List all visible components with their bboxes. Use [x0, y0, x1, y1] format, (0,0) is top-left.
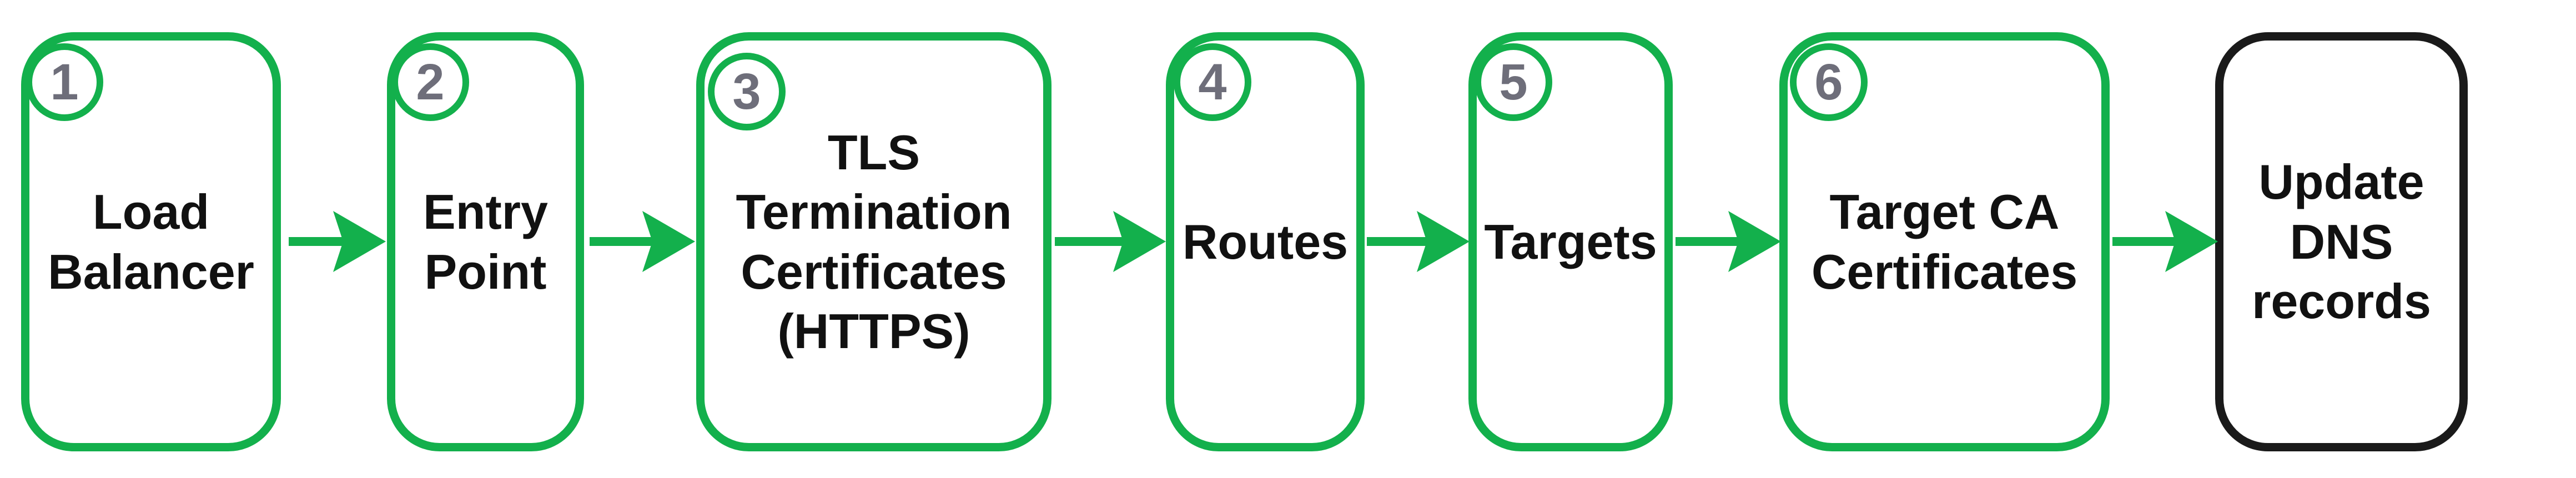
step-number-badge: 5: [1475, 43, 1552, 121]
arrow-right-icon: [1055, 211, 1166, 272]
step-label: TLS Termination Certificates (HTTPS): [736, 124, 1012, 359]
step-label: Targets: [1484, 214, 1657, 269]
arrow-right-icon: [1367, 211, 1470, 272]
step-label: Routes: [1182, 214, 1349, 269]
step-label: Update DNS records: [2252, 154, 2431, 329]
arrow-right-icon: [1676, 211, 1781, 272]
step-number-badge: 3: [708, 53, 786, 130]
arrow-right-icon: [289, 211, 386, 272]
step-tls-termination: TLS Termination Certificates (HTTPS): [696, 32, 1051, 451]
step-label: Entry Point: [423, 184, 548, 299]
arrow-right-icon: [2112, 211, 2218, 272]
step-load-balancer: Load Balancer: [21, 32, 281, 451]
step-targets: Targets: [1468, 32, 1673, 451]
step-label: Load Balancer: [48, 184, 254, 299]
step-entry-point: Entry Point: [387, 32, 584, 451]
step-number-badge: 2: [391, 43, 469, 121]
step-label: Target CA Certificates: [1811, 184, 2078, 299]
arrow-right-icon: [590, 211, 695, 272]
step-update-dns-records: Update DNS records: [2215, 32, 2468, 451]
step-number-badge: 6: [1790, 43, 1868, 121]
step-number-badge: 4: [1174, 43, 1251, 121]
step-routes: Routes: [1166, 32, 1365, 451]
step-number-badge: 1: [26, 43, 103, 121]
